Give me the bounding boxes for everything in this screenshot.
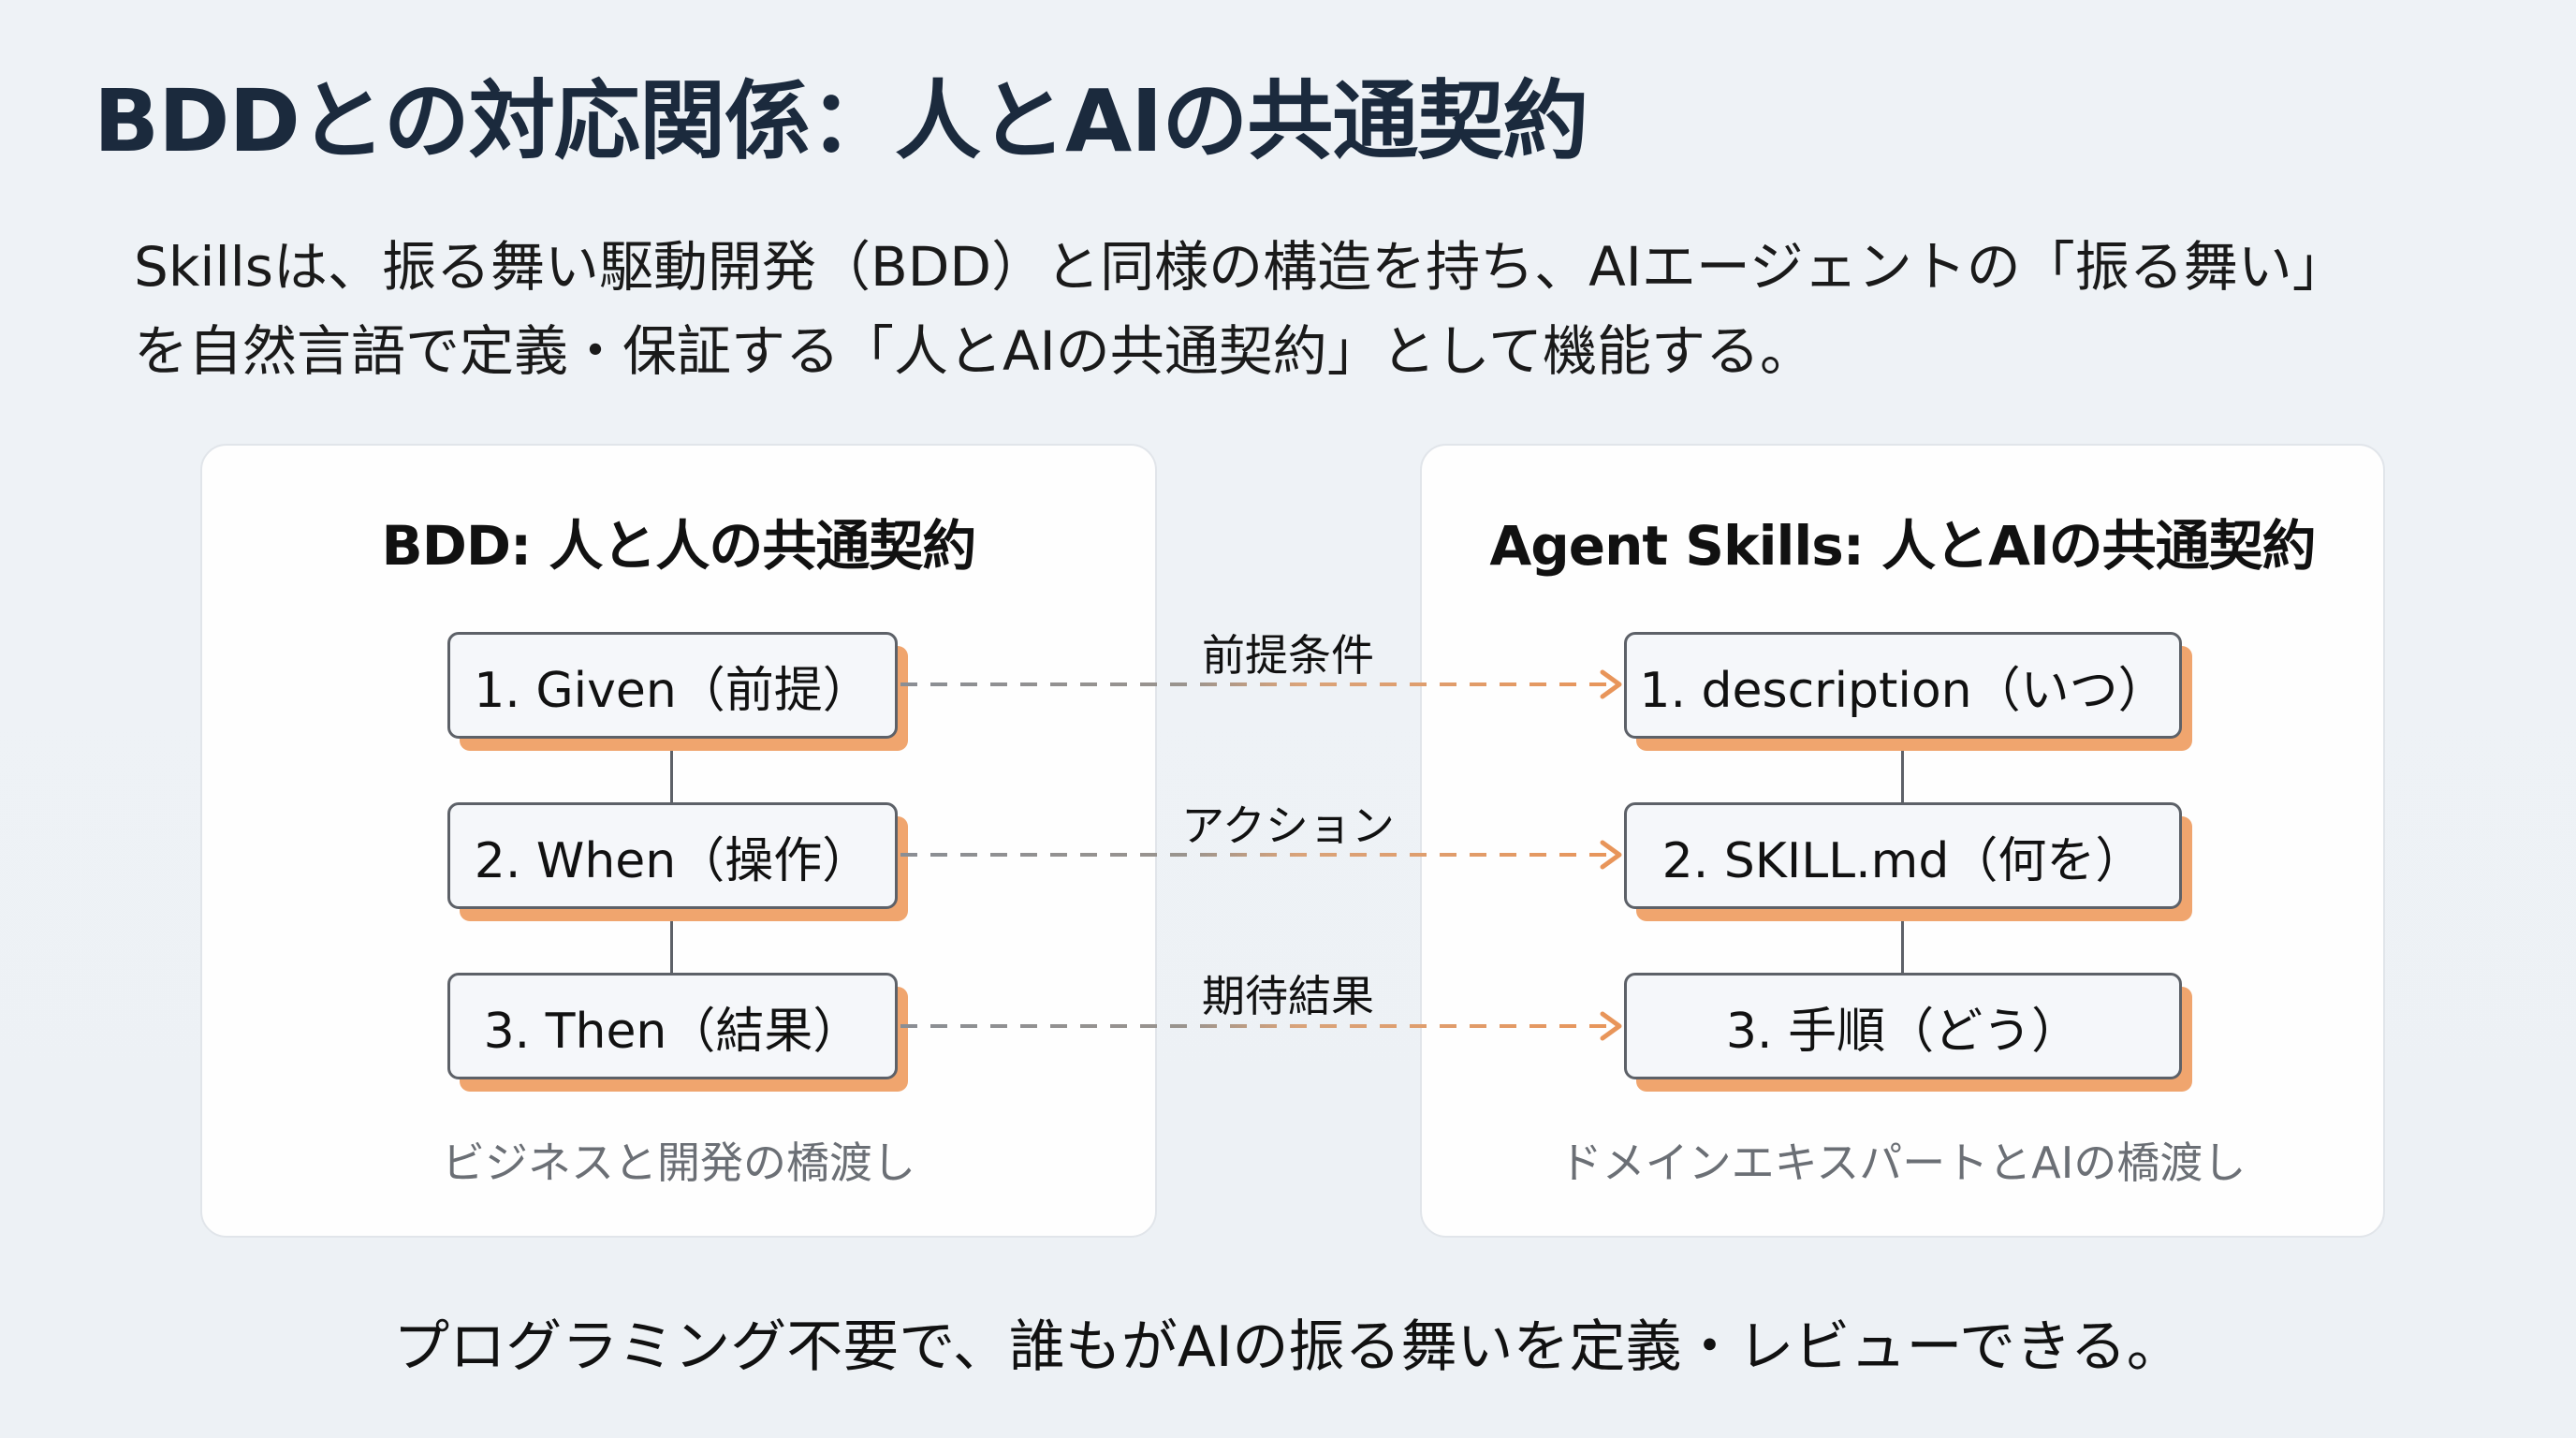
skills-step-description: 1. description（いつ） [1624,632,2182,739]
skills-step-skill-md: 2. SKILL.md（何を） [1624,802,2182,909]
skills-connector-1-2 [1901,739,1904,802]
bdd-connector-2-3 [670,909,673,974]
skills-step-procedure: 3. 手順（どう） [1624,973,2182,1079]
intro-line-1: Skillsは、振る舞い駆動開発（BDD）と同様の構造を持ち、AIエージェントの… [134,235,2347,299]
mapping-label-precondition: 前提条件 [1202,630,1374,681]
skills-step-label: 2. SKILL.md（何を） [1661,832,2144,889]
bdd-panel-title: BDD: 人と人の共通契約 [381,514,977,578]
bdd-step-when: 2. When（操作） [447,802,898,909]
mapping-label-expected-result: 期待結果 [1202,971,1374,1021]
mapping-label-action: アクション [1181,800,1395,851]
skills-connector-2-3 [1901,909,1904,974]
skills-step-label: 3. 手順（どう） [1725,1003,2081,1060]
bdd-step-given: 1. Given（前提） [447,632,898,739]
skills-step-label: 1. description（いつ） [1639,662,2167,719]
agent-skills-panel-caption: ドメインエキスパートとAIの橋渡し [1559,1137,2247,1188]
intro-paragraph: Skillsは、振る舞い駆動開発（BDD）と同様の構造を持ち、AIエージェントの… [134,225,2530,393]
bdd-panel: BDD: 人と人の共通契約 ビジネスと開発の橋渡し [200,444,1157,1238]
bdd-step-then: 3. Then（結果） [447,973,898,1079]
page-title: BDDとの対応関係：人とAIの共通契約 [94,71,1588,171]
bdd-step-label: 3. Then（結果） [483,1003,862,1060]
bdd-step-label: 1. Given（前提） [474,662,871,719]
bdd-panel-caption: ビジネスと開発の橋渡し [442,1137,915,1188]
footer-message: プログラミング不要で、誰もがAIの振る舞いを定義・レビューできる。 [393,1314,2183,1380]
agent-skills-panel-title: Agent Skills: 人とAIの共通契約 [1489,514,2316,578]
bdd-connector-1-2 [670,739,673,802]
bdd-step-label: 2. When（操作） [474,832,871,889]
intro-line-2: を自然言語で定義・保証する「人とAIの共通契約」として機能する。 [134,319,1815,383]
